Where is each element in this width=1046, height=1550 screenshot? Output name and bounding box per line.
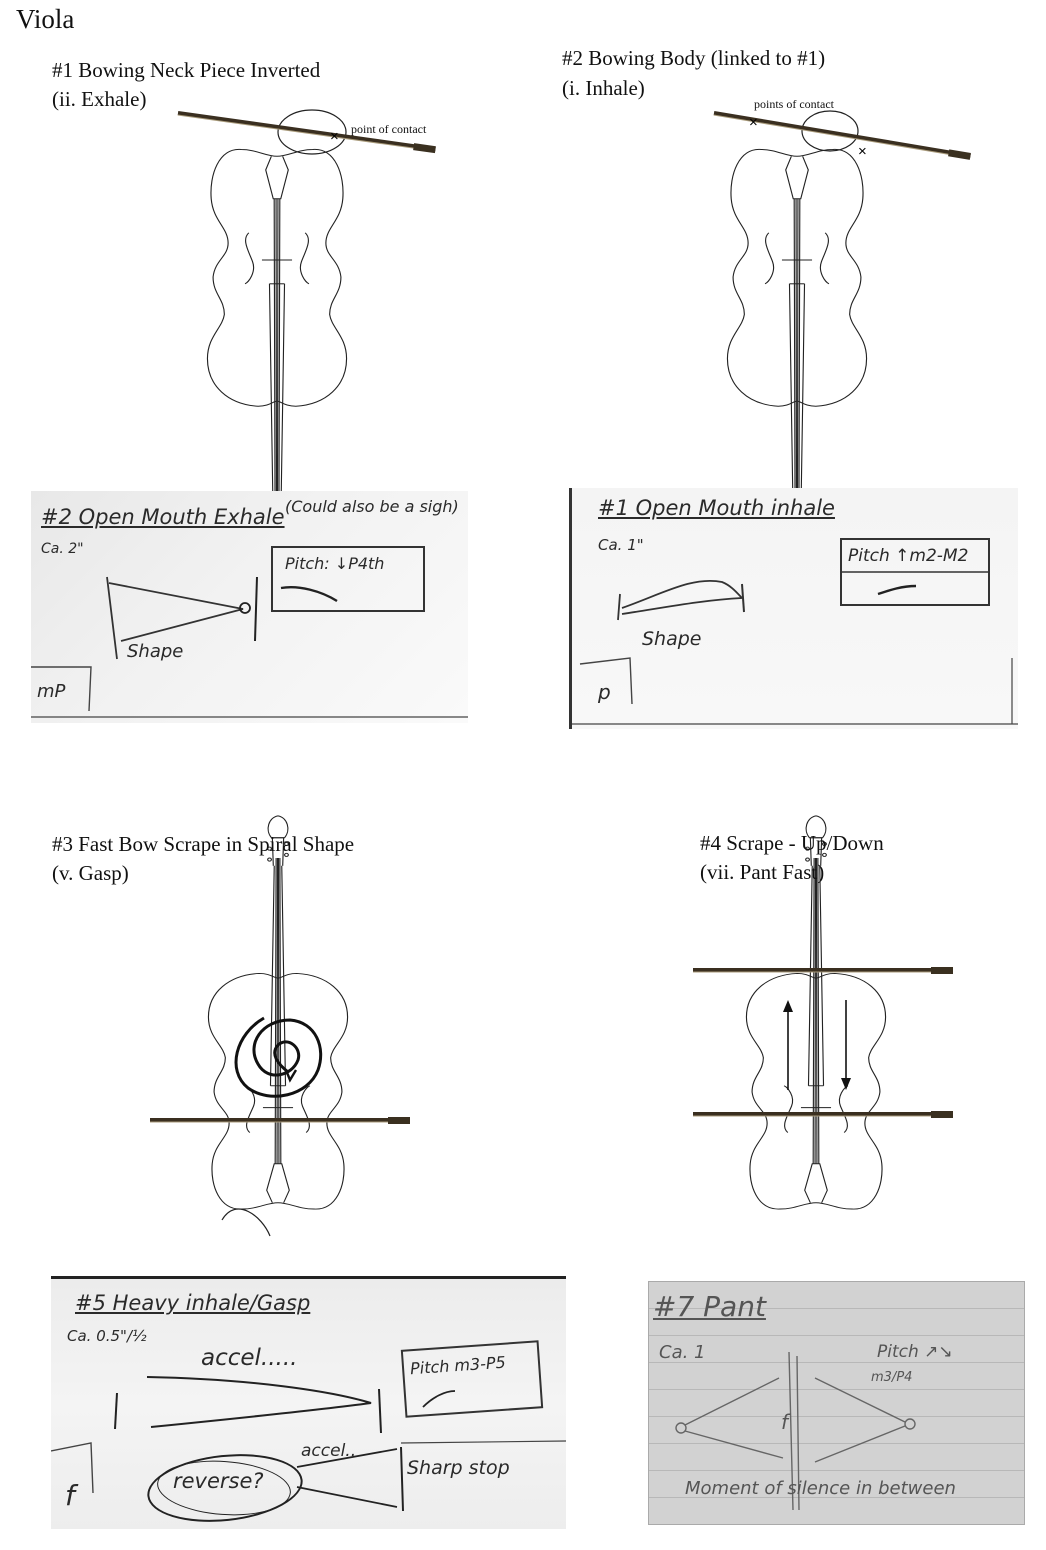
note-4-dynamic: f	[781, 1410, 789, 1434]
note-1-pitch-box: Pitch: ↓P4th	[271, 546, 425, 612]
bow-4-top	[691, 965, 955, 976]
note-card-1: #2 Open Mouth Exhale (Could also be a si…	[31, 491, 468, 723]
note-4-title: #7 Pant	[653, 1290, 766, 1323]
note-1-shape-label: Shape	[127, 641, 184, 662]
note-2-pitch-box: Pitch ↑m2-M2	[840, 538, 990, 606]
note-2-shape-label: Shape	[642, 628, 702, 650]
note-1-shape-drawing	[31, 576, 468, 718]
contact-mark-2a: ×	[749, 114, 758, 131]
note-3-shape-drawing	[51, 1376, 566, 1512]
note-4-footer: Moment of silence in between	[685, 1478, 956, 1499]
note-4-shape-drawing	[675, 1351, 916, 1511]
contact-mark-1: ×	[330, 128, 339, 145]
section-4-heading: #4 Scrape - Up/Down	[700, 831, 884, 855]
spiral-path	[234, 1016, 323, 1098]
note-3-duration: Ca. 0.5"/½	[67, 1327, 147, 1345]
note-4-pitch: Pitch ↗↘	[877, 1342, 953, 1362]
section-1-heading: #1 Bowing Neck Piece Inverted	[52, 58, 321, 82]
note-3-stop: Sharp stop	[407, 1457, 510, 1479]
section-2-heading: #2 Bowing Body (linked to #1)	[562, 46, 826, 70]
note-card-4: #7 Pant Ca. 1 Pitch ↗↘ m3/P4 f Moment of…	[648, 1281, 1025, 1525]
contact-mark-2b: ×	[858, 143, 867, 160]
note-3-title: #5 Heavy inhale/Gasp	[75, 1291, 311, 1315]
page-title: Viola	[16, 4, 75, 34]
note-1-dynamic: mP	[37, 681, 66, 702]
section-1-subheading: (ii. Exhale)	[52, 87, 147, 111]
section-2-subheading: (i. Inhale)	[562, 76, 645, 100]
bow-4-bottom	[691, 1109, 955, 1120]
note-2-duration: Ca. 1"	[598, 536, 644, 554]
section-3-heading: #3 Fast Bow Scrape in Spiral Shape	[52, 832, 355, 856]
note-2-dynamic: p	[598, 680, 611, 704]
note-1-duration: Ca. 2"	[41, 541, 84, 557]
note-3-reverse: reverse?	[173, 1469, 264, 1493]
bow-3	[148, 1115, 412, 1126]
note-1-aside: (Could also be a sigh)	[285, 497, 459, 516]
section-3-subheading: (v. Gasp)	[52, 861, 129, 885]
note-3-accel-1: accel.....	[201, 1345, 298, 1371]
note-1-pitch: Pitch: ↓P4th	[285, 554, 385, 573]
note-3-dynamic: f	[65, 1479, 75, 1512]
section-4-subheading: (vii. Pant Fast)	[700, 860, 825, 884]
note-1-title: #2 Open Mouth Exhale	[41, 505, 285, 529]
note-card-3: #5 Heavy inhale/Gasp Ca. 0.5"/½ accel...…	[51, 1276, 566, 1529]
note-2-pitch: Pitch ↑m2-M2	[848, 546, 969, 566]
section-1-annotation: point of contact	[351, 122, 427, 136]
note-card-2: #1 Open Mouth inhale Ca. 1" Pitch ↑m2-M2…	[569, 488, 1018, 729]
viola-3	[207, 815, 349, 1210]
section-2-annotation: points of contact	[754, 97, 834, 111]
note-3-accel-2: accel..	[301, 1441, 357, 1461]
note-2-title: #1 Open Mouth inhale	[598, 496, 835, 520]
note-4-interval: m3/P4	[871, 1370, 913, 1385]
note-4-duration: Ca. 1	[659, 1342, 706, 1363]
bow-1	[175, 108, 438, 156]
note-2-shape-drawing	[572, 571, 1018, 725]
